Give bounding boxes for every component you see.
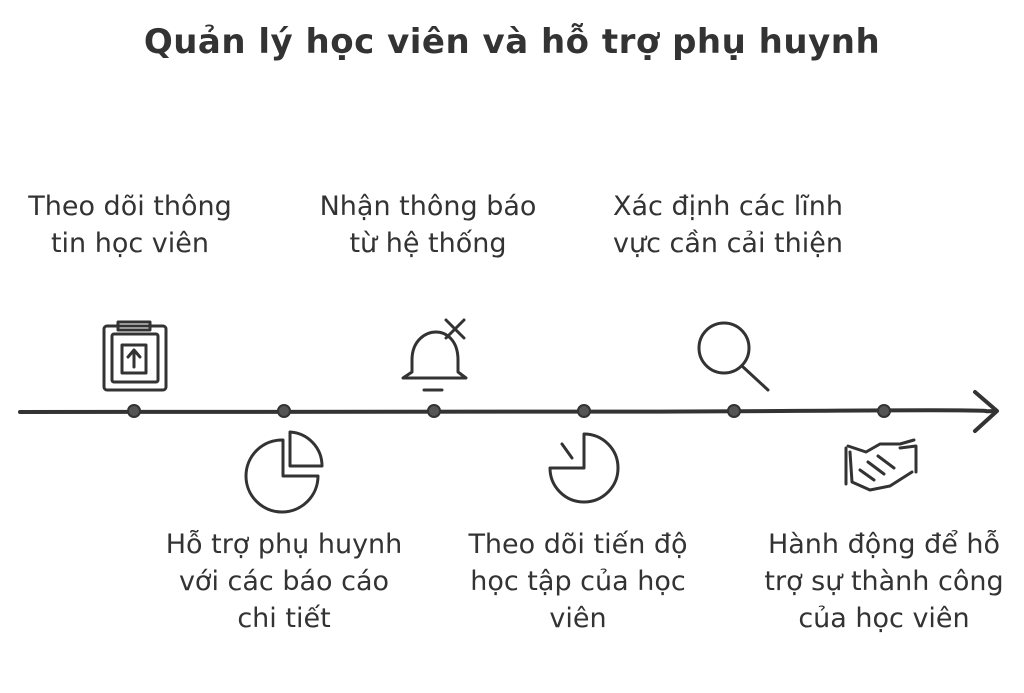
pie-chart-icon	[244, 430, 324, 514]
step-label-6: Hành động để hỗ trợ sự thành công của họ…	[764, 529, 1004, 634]
timeline-node-6	[877, 404, 891, 418]
timeline-node-1	[127, 404, 141, 418]
timeline-axis	[18, 408, 997, 414]
timeline-node-4	[577, 404, 591, 418]
progress-pie-icon	[548, 432, 620, 504]
step-label-1: Theo dõi thông tin học viên	[28, 191, 232, 259]
timeline-arrowhead	[973, 390, 999, 433]
clipboard-upload-icon	[102, 320, 168, 392]
timeline-node-5	[727, 404, 741, 418]
step-label-4: Theo dõi tiến độ học tập của học viên	[468, 529, 688, 634]
handshake-icon	[844, 438, 918, 492]
timeline-node-2	[277, 404, 291, 418]
diagram-title: Quản lý học viên và hỗ trợ phụ huynh	[143, 22, 881, 62]
magnifier-icon	[697, 321, 770, 392]
step-label-3: Nhận thông báo từ hệ thống	[319, 191, 537, 259]
bell-off-icon	[401, 318, 468, 392]
timeline-node-3	[427, 404, 441, 418]
step-label-2: Hỗ trợ phụ huynh với các báo cáo chi tiế…	[165, 529, 403, 634]
step-label-5: Xác định các lĩnh vực cần cải thiện	[612, 191, 843, 259]
